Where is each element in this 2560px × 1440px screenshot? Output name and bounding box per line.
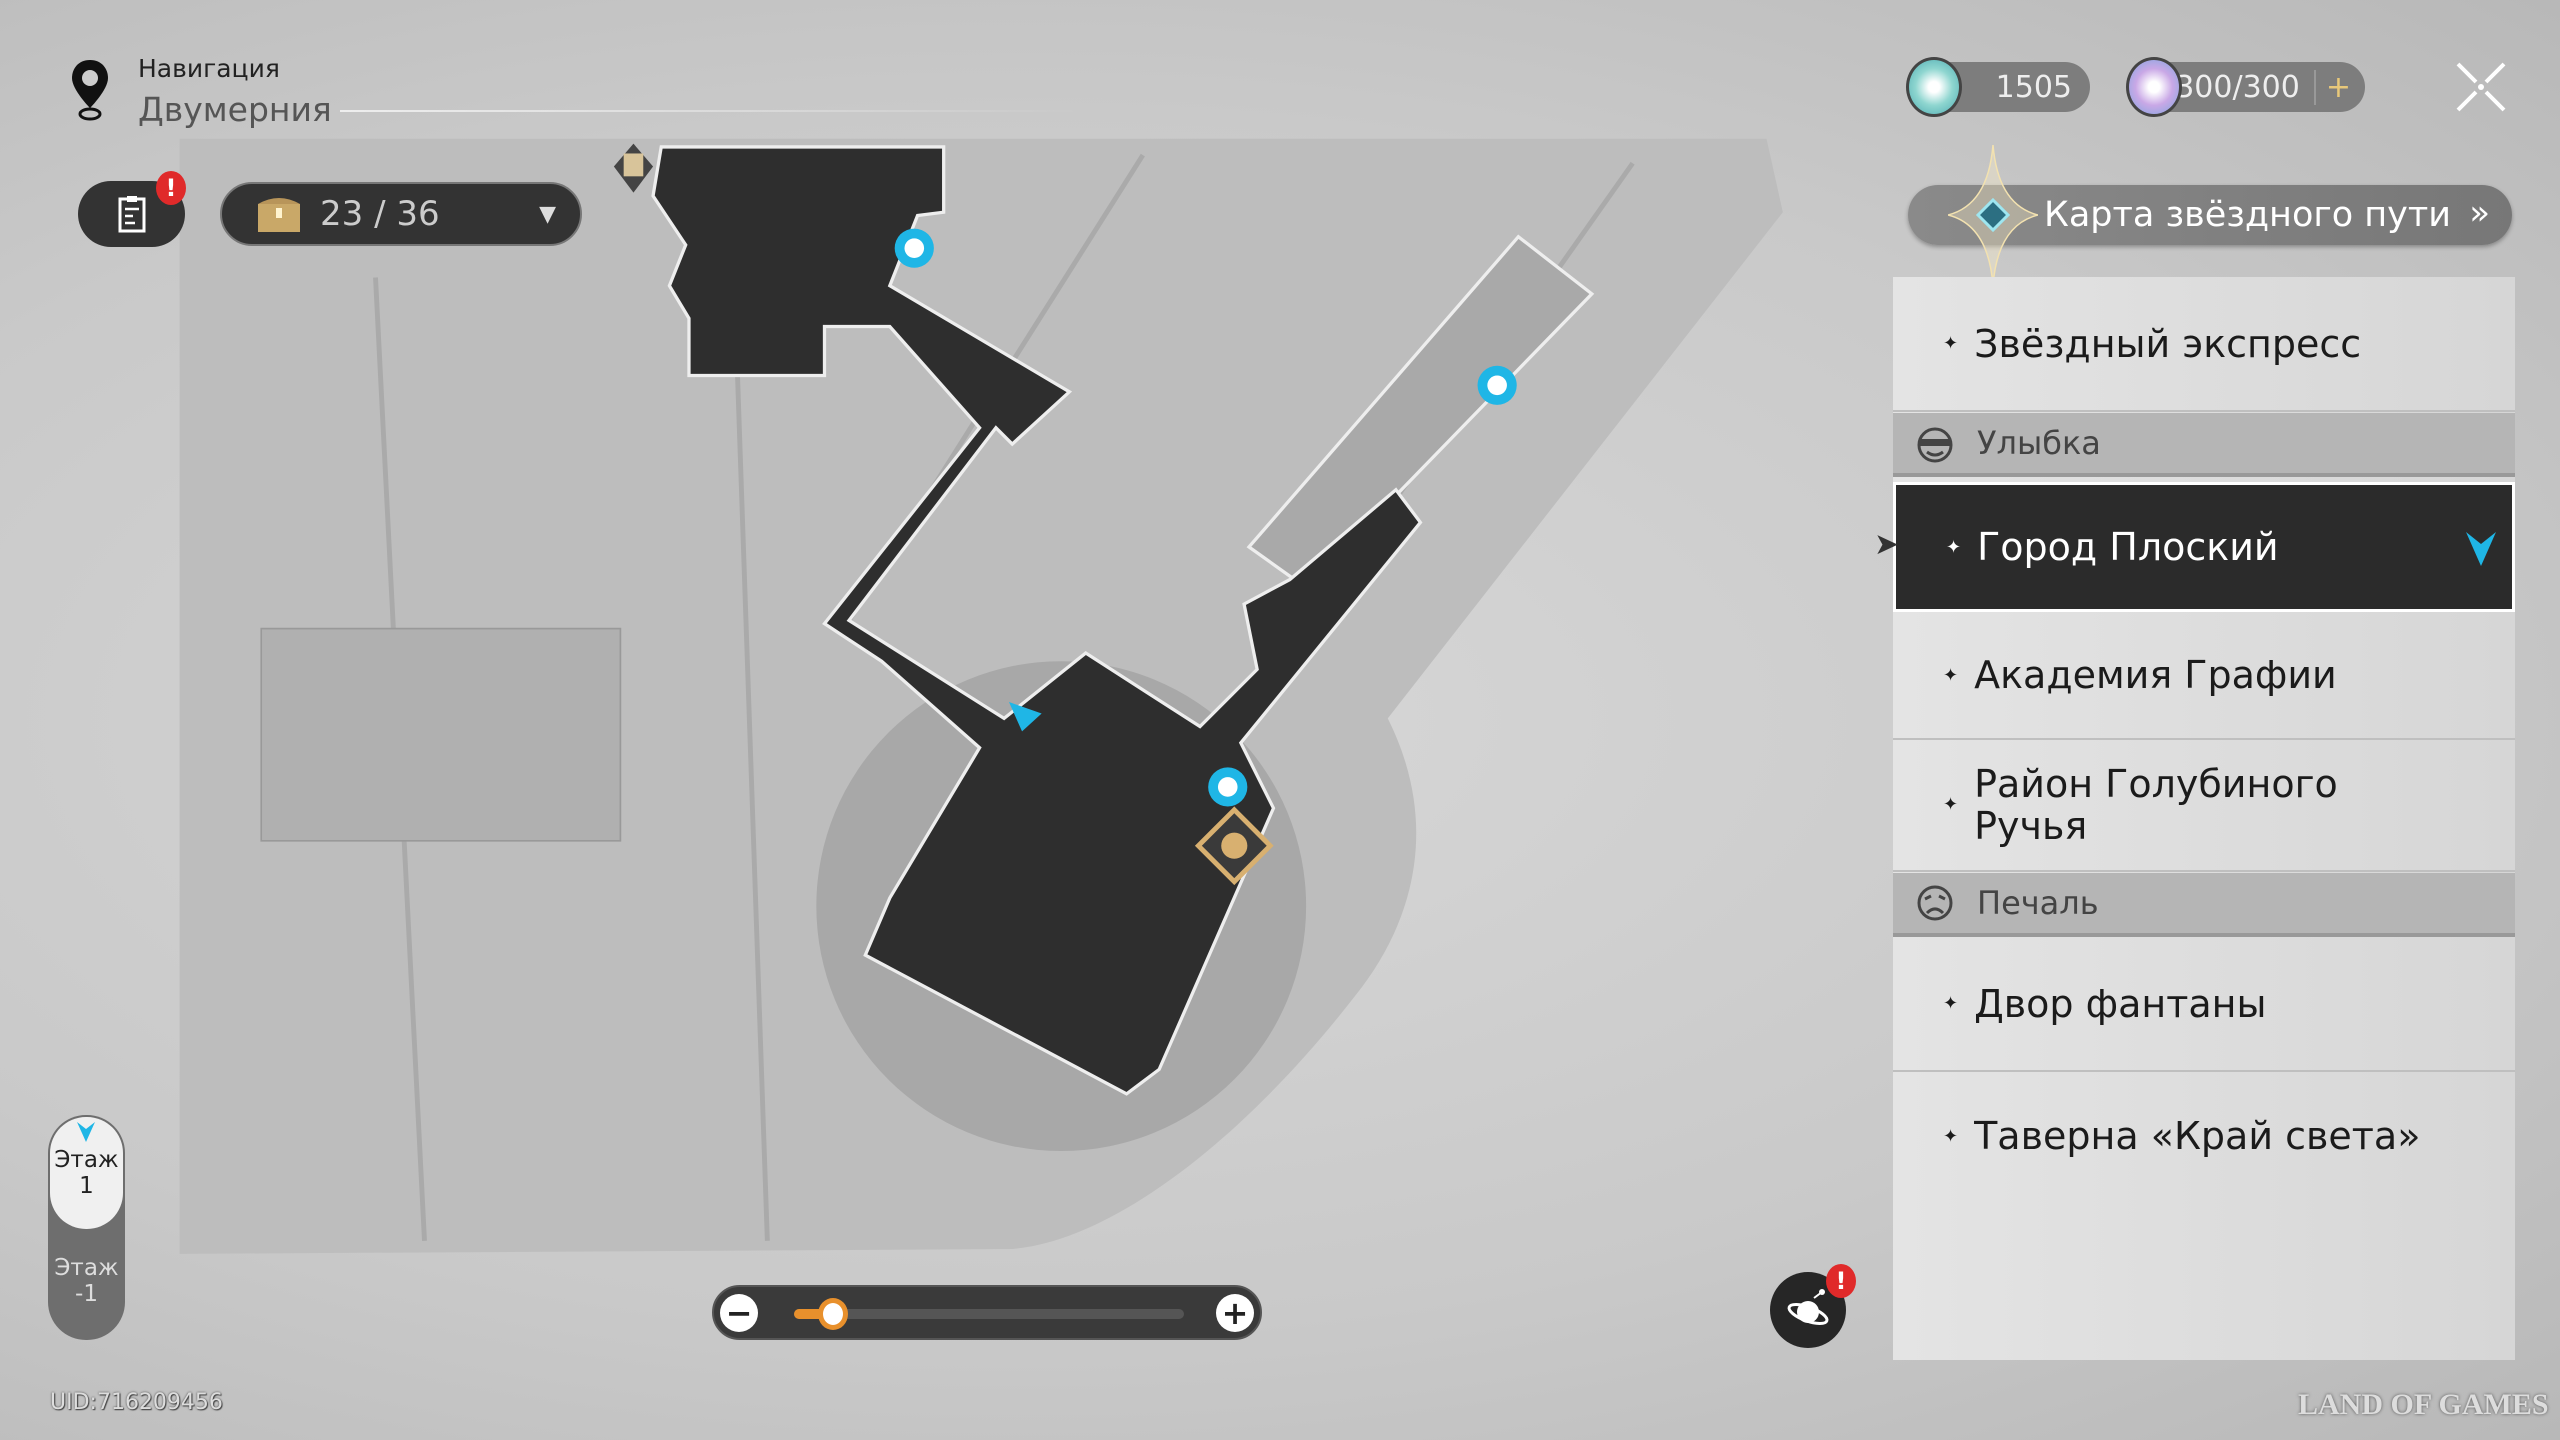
location-label: Звёздный экспресс xyxy=(1974,321,2362,366)
stellar-jade-icon xyxy=(1906,57,1962,117)
zoom-slider-fill xyxy=(794,1309,833,1319)
location-list: ✦ Звёздный экспресс Улыбка ✦ Город Плоский… xyxy=(1874,277,2515,1360)
location-label: Таверна «Край света» xyxy=(1974,1114,2421,1158)
star-bullet-icon: ✦ xyxy=(1943,1125,1959,1147)
chest-count: 23 / 36 xyxy=(320,194,440,234)
treasure-chest-icon xyxy=(258,198,300,232)
stellar-jade-value: 1505 xyxy=(1995,69,2072,105)
quest-marker[interactable] xyxy=(1194,806,1274,886)
floor-selector: Этаж 1 Этаж -1 xyxy=(48,1115,125,1340)
trailblaze-power-icon xyxy=(2126,57,2182,117)
location-item-star-express[interactable]: ✦ Звёздный экспресс xyxy=(1893,277,2515,412)
zoom-control: − + xyxy=(712,1285,1262,1340)
divider xyxy=(340,110,1080,112)
floor-label: Этаж xyxy=(54,1255,119,1281)
dropdown-arrow-icon: ▼ xyxy=(539,202,556,227)
user-id: UID:716209456 xyxy=(50,1390,223,1415)
star-bullet-icon: ✦ xyxy=(1943,664,1959,686)
location-item-flat-city[interactable]: ✦ Город Плоский ➤ xyxy=(1874,482,2515,612)
location-item-dove-stream[interactable]: ✦ Район Голубиного Ручья xyxy=(1893,740,2515,872)
map-corridor xyxy=(1246,234,1595,590)
location-label: Город Плоский xyxy=(1977,525,2279,569)
star-rail-map-label: Карта звёздного пути xyxy=(2044,195,2452,235)
close-icon[interactable] xyxy=(2452,58,2510,116)
floor-number: -1 xyxy=(75,1281,98,1307)
smile-mask-icon xyxy=(1917,427,1953,463)
trailblaze-power-counter: 300/300 + xyxy=(2126,57,2365,117)
alert-badge: ! xyxy=(1826,1264,1856,1298)
zoom-slider-thumb[interactable] xyxy=(818,1298,848,1330)
section-label: Печаль xyxy=(1977,884,2099,922)
location-item-tavern[interactable]: ✦ Таверна «Край света» xyxy=(1893,1072,2515,1200)
planet-icon xyxy=(1787,1289,1829,1325)
trailblaze-power-value: 300/300 xyxy=(2175,69,2300,105)
location-label: Двор фантаны xyxy=(1974,981,2267,1026)
location-item-graphia-academy[interactable]: ✦ Академия Графии xyxy=(1893,612,2515,740)
current-floor-marker-icon xyxy=(77,1122,95,1142)
star-bullet-icon: ✦ xyxy=(1946,536,1962,558)
section-header-smile: Улыбка xyxy=(1893,413,2515,477)
shop-marker[interactable] xyxy=(613,143,654,193)
sad-mask-icon xyxy=(1917,885,1953,921)
section-header-sorrow: Печаль xyxy=(1893,873,2515,937)
double-chevron-right-icon: » xyxy=(2469,193,2490,233)
floor-1-button[interactable]: Этаж 1 xyxy=(50,1117,123,1229)
star-bullet-icon: ✦ xyxy=(1943,333,1959,354)
star-rail-map-button[interactable]: Карта звёздного пути » xyxy=(1908,145,2512,285)
location-item-fountain-yard[interactable]: ✦ Двор фантаны xyxy=(1893,937,2515,1072)
teleport-marker[interactable] xyxy=(1477,365,1517,405)
floor-number: 1 xyxy=(79,1173,94,1199)
floor-label: Этаж xyxy=(54,1147,119,1173)
zoom-in-button[interactable]: + xyxy=(1216,1294,1254,1332)
chest-counter-dropdown[interactable]: 23 / 36 ▼ xyxy=(220,182,582,246)
teleport-marker[interactable] xyxy=(1208,767,1248,807)
zoom-out-button[interactable]: − xyxy=(720,1294,758,1332)
clipboard-icon xyxy=(118,196,145,233)
current-location-marker-icon xyxy=(2466,532,2496,566)
navigation-label: Навигация xyxy=(138,54,280,83)
location-label: Район Голубиного Ручья xyxy=(1974,762,2338,848)
sparkle-diamond-icon xyxy=(1948,145,2038,285)
mission-log-button[interactable]: ! xyxy=(78,171,186,247)
stellar-jade-counter: 1505 xyxy=(1906,57,2090,117)
location-pin-icon xyxy=(72,60,108,121)
player-arrow-icon xyxy=(1008,702,1042,732)
add-power-button[interactable]: + xyxy=(2313,69,2351,105)
selection-arrow-icon: ➤ xyxy=(1874,527,1900,562)
section-label: Улыбка xyxy=(1977,424,2101,462)
location-label: Академия Графии xyxy=(1974,653,2337,697)
star-bullet-icon: ✦ xyxy=(1943,794,1959,815)
watermark: LAND OF GAMES xyxy=(2298,1388,2549,1421)
floor-minus-1-button[interactable]: Этаж -1 xyxy=(48,1255,125,1307)
teleport-marker[interactable] xyxy=(894,228,934,268)
location-title: Двумерния xyxy=(138,90,332,129)
alert-badge: ! xyxy=(156,171,186,205)
map-building xyxy=(260,627,622,842)
interastral-guide-button[interactable]: ! xyxy=(1770,1264,1856,1348)
star-bullet-icon: ✦ xyxy=(1943,993,1959,1014)
zoom-slider[interactable] xyxy=(794,1298,1184,1330)
